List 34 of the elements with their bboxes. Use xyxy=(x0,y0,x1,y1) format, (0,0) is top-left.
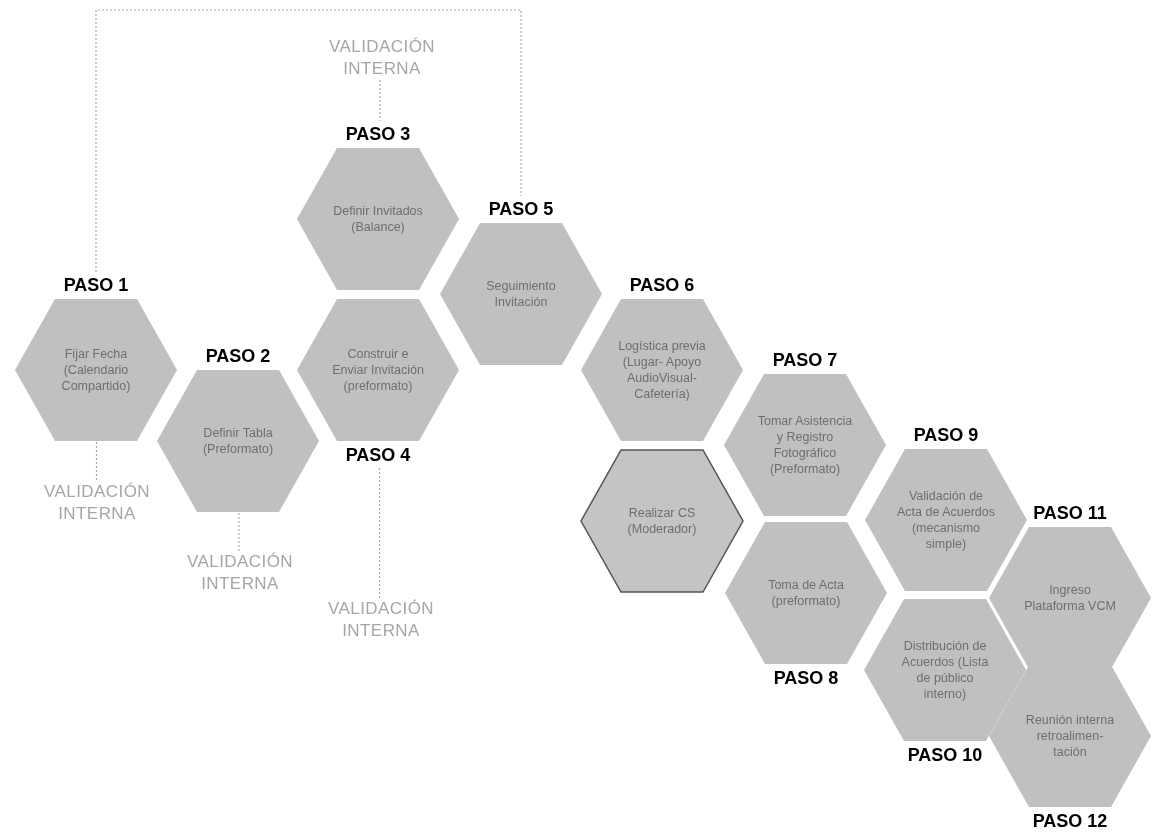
validation-label: VALIDACIÓN INTERNA xyxy=(327,598,435,642)
step-text: Logística previa (Lugar- Apoyo AudioVisual- Cafetería) xyxy=(617,338,707,402)
step-heading: PASO 10 xyxy=(907,744,983,766)
step-heading: PASO 5 xyxy=(488,198,554,220)
step-text: Seguimiento Invitación xyxy=(485,278,557,310)
step-heading: PASO 2 xyxy=(205,345,271,367)
step-heading: PASO 7 xyxy=(772,349,838,371)
step-text: Validación de Acta de Acuerdos (mecanismo simple) xyxy=(897,488,995,552)
step-text: Definir Invitados (Balance) xyxy=(332,203,424,235)
step-text: Realizar CS (Moderador) xyxy=(626,505,698,537)
step-heading: PASO 3 xyxy=(345,123,411,145)
step-heading: PASO 4 xyxy=(345,444,411,466)
step-heading: PASO 9 xyxy=(913,424,979,446)
step-text: Definir Tabla (Preformato) xyxy=(201,425,275,457)
step-text: Reunión interna retroalimen- tación xyxy=(1024,712,1116,760)
step-heading: PASO 6 xyxy=(629,274,695,296)
validation-label: VALIDACIÓN INTERNA xyxy=(328,36,436,80)
step-text: Construir e Enviar Invitación (preformato) xyxy=(331,346,425,394)
step-text: Toma de Acta (preformato) xyxy=(767,577,845,609)
step-heading: PASO 12 xyxy=(1032,810,1108,832)
step-heading: PASO 1 xyxy=(63,274,129,296)
step-text: Distribución de Acuerdos (Lista de público interno) xyxy=(900,638,990,702)
step-heading: PASO 8 xyxy=(773,667,839,689)
validation-label: VALIDACIÓN INTERNA xyxy=(43,481,151,525)
step-text: Ingreso Plataforma VCM xyxy=(1023,582,1117,614)
dotted-connector xyxy=(95,9,522,273)
dotted-connector xyxy=(379,79,381,122)
dotted-connector xyxy=(378,467,381,599)
dotted-connector xyxy=(95,441,98,482)
dotted-connector xyxy=(238,512,240,552)
step-heading: PASO 11 xyxy=(1033,502,1107,524)
validation-label: VALIDACIÓN INTERNA xyxy=(186,551,294,595)
step-text: Tomar Asistencia y Registro Fotográfico (Preformato) xyxy=(756,413,854,477)
step-text: Fijar Fecha (Calendario Compartido) xyxy=(60,346,132,394)
